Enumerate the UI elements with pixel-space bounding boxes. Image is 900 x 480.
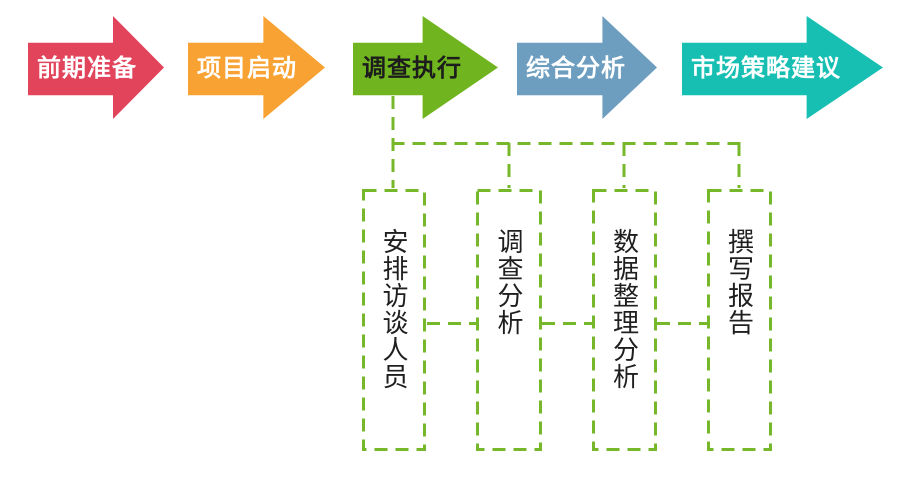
flow-step-4-label: 综合分析 <box>526 54 626 82</box>
sub-task-box-1: 安排访谈人员 <box>362 189 426 451</box>
sub-task-1-label: 安排访谈人员 <box>379 228 409 390</box>
flow-step-arrow-2: 项目启动 <box>188 16 325 119</box>
sub-task-box-4: 撰写报告 <box>707 189 772 451</box>
flow-step-3-label: 调查执行 <box>362 54 462 82</box>
sub-task-2-label: 调查分析 <box>494 228 524 336</box>
sub-task-box-3: 数据整理分析 <box>592 189 657 451</box>
sub-task-3-label: 数据整理分析 <box>609 228 640 390</box>
flow-step-arrow-4: 综合分析 <box>517 16 657 119</box>
sub-task-box-2: 调查分析 <box>476 189 542 451</box>
flow-step-arrow-1: 前期准备 <box>28 16 164 119</box>
flow-step-arrow-3: 调查执行 <box>353 16 498 119</box>
sub-task-4-label: 撰写报告 <box>724 228 755 336</box>
flow-step-2-label: 项目启动 <box>197 54 297 82</box>
flow-step-arrow-5: 市场策略建议 <box>682 16 883 119</box>
flow-step-5-label: 市场策略建议 <box>691 54 841 82</box>
flow-step-1-label: 前期准备 <box>37 54 137 82</box>
